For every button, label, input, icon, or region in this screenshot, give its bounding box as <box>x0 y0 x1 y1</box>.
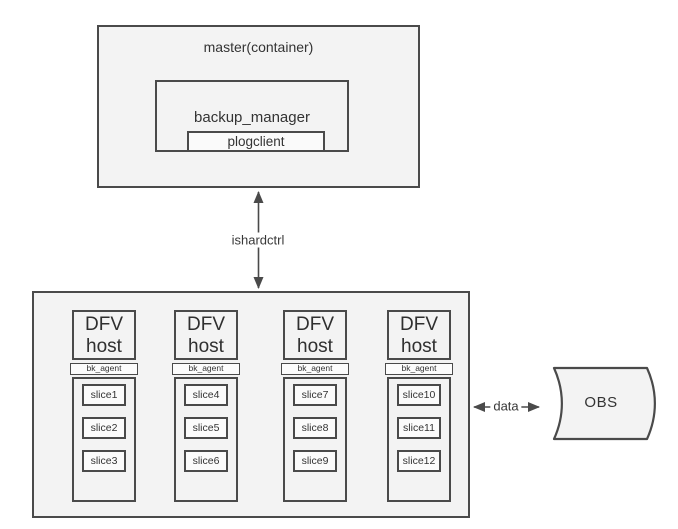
master-container-box: master(container) backup_manager plogcli… <box>97 25 420 188</box>
dfv-host-title-line1: DFV <box>187 314 225 335</box>
bk-agent-bar: bk_agent <box>385 363 453 375</box>
dfv-host-title-line1: DFV <box>400 314 438 335</box>
slice-label: slice1 <box>90 389 118 401</box>
dfv-host-column-1: DFV host bk_agent slice1 slice2 slice3 <box>70 310 138 502</box>
master-container-label: master(container) <box>203 39 314 55</box>
slice-box: slice3 <box>82 450 126 472</box>
slice-label: slice8 <box>301 422 329 434</box>
plogclient-box: plogclient <box>187 131 325 152</box>
dfv-host-title-line1: DFV <box>85 314 123 335</box>
dfv-host-title-box: DFV host <box>387 310 451 360</box>
data-edge-label: data <box>490 398 522 414</box>
slice-label: slice4 <box>192 389 220 401</box>
bk-agent-bar: bk_agent <box>70 363 138 375</box>
slice-label: slice9 <box>301 455 329 467</box>
bk-agent-bar: bk_agent <box>281 363 349 375</box>
slices-box: slice1 slice2 slice3 <box>72 377 136 502</box>
slice-box: slice10 <box>397 384 441 406</box>
slice-label: slice10 <box>402 389 436 401</box>
stored-data-shape-icon <box>552 366 656 441</box>
slices-box: slice7 slice8 slice9 <box>283 377 347 502</box>
slice-box: slice1 <box>82 384 126 406</box>
slice-box: slice11 <box>397 417 441 439</box>
obs-storage: OBS <box>542 366 660 441</box>
slice-label: slice3 <box>90 455 118 467</box>
bk-agent-label: bk_agent <box>297 363 333 373</box>
slice-label: slice2 <box>90 422 118 434</box>
plogclient-label: plogclient <box>227 134 285 149</box>
slice-box: slice12 <box>397 450 441 472</box>
slice-box: slice4 <box>184 384 228 406</box>
dfv-host-title-box: DFV host <box>72 310 136 360</box>
dfv-cluster-box: DFV host bk_agent slice1 slice2 slice3 D… <box>32 291 470 518</box>
slice-box: slice9 <box>293 450 337 472</box>
obs-label: OBS <box>584 394 618 411</box>
dfv-host-title-line2: host <box>297 336 333 357</box>
dfv-host-title-line2: host <box>86 336 122 357</box>
dfv-host-title-line2: host <box>188 336 224 357</box>
dfv-host-column-4: DFV host bk_agent slice10 slice11 slice1… <box>385 310 453 502</box>
dfv-host-column-2: DFV host bk_agent slice4 slice5 slice6 <box>172 310 240 502</box>
slice-label: slice7 <box>301 389 329 401</box>
slice-label: slice5 <box>192 422 220 434</box>
bk-agent-label: bk_agent <box>188 363 224 373</box>
slice-box: slice6 <box>184 450 228 472</box>
bk-agent-label: bk_agent <box>401 363 437 373</box>
slice-label: slice11 <box>403 422 435 434</box>
slice-label: slice6 <box>192 455 220 467</box>
control-edge-label: ishardctrl <box>228 232 288 248</box>
backup-manager-label: backup_manager <box>194 109 310 126</box>
slice-box: slice2 <box>82 417 126 439</box>
bk-agent-label: bk_agent <box>86 363 122 373</box>
bk-agent-bar: bk_agent <box>172 363 240 375</box>
dfv-host-title-box: DFV host <box>174 310 238 360</box>
slice-box: slice5 <box>184 417 228 439</box>
dfv-host-title-line1: DFV <box>296 314 334 335</box>
backup-manager-box: backup_manager plogclient <box>155 80 349 152</box>
slices-box: slice4 slice5 slice6 <box>174 377 238 502</box>
slice-box: slice8 <box>293 417 337 439</box>
slice-box: slice7 <box>293 384 337 406</box>
slices-box: slice10 slice11 slice12 <box>387 377 451 502</box>
slice-label: slice12 <box>402 455 436 467</box>
dfv-host-title-line2: host <box>401 336 437 357</box>
dfv-host-title-box: DFV host <box>283 310 347 360</box>
dfv-host-column-3: DFV host bk_agent slice7 slice8 slice9 <box>281 310 349 502</box>
